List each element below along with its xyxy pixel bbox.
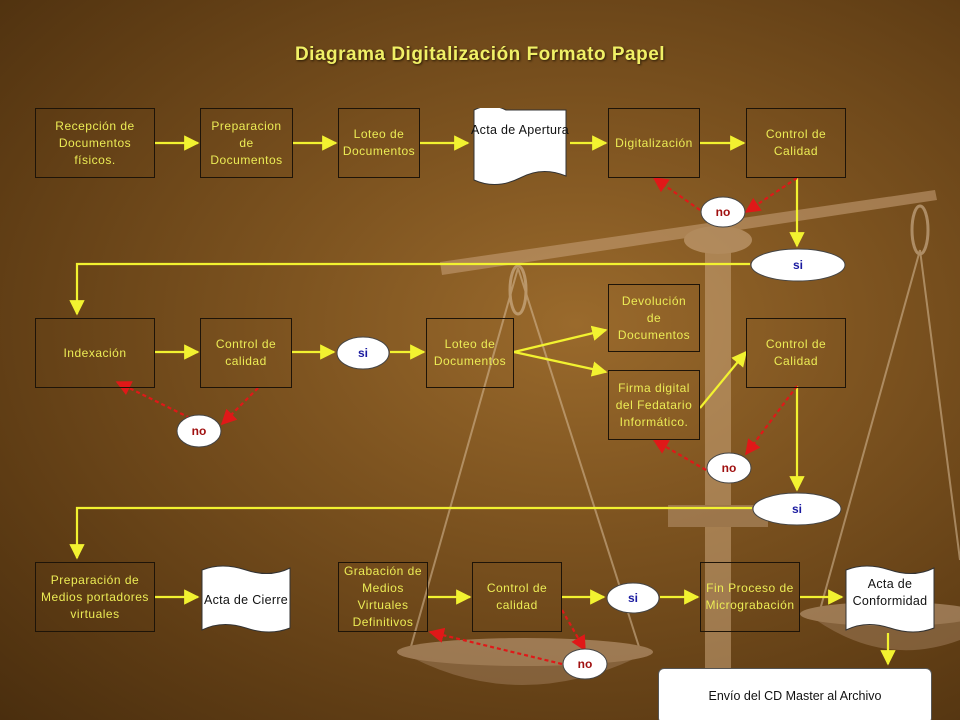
- si-label: si: [627, 591, 638, 605]
- reject-no-grabacion: [428, 627, 563, 666]
- preparacion-medios-box: Preparación de Medios portadores virtual…: [35, 562, 155, 632]
- oval-shape-icon: [752, 492, 842, 526]
- devolucion-documentos-box: Devolución de Documentos: [608, 284, 700, 352]
- oval-shape-icon: [700, 196, 746, 228]
- acta-cierre-document: Acta de Cierre: [200, 562, 292, 636]
- acta-apertura-document: Acta de Apertura: [470, 108, 570, 188]
- reject-control-no: [744, 177, 798, 213]
- control-calidad-box-4: Control de calidad: [472, 562, 562, 632]
- reject-control2-no: [745, 385, 798, 456]
- no-decision-3: no: [706, 452, 752, 484]
- si-decision-4: si: [606, 582, 660, 614]
- recepcion-documentos-box: Recepción de Documentos físicos.: [35, 108, 155, 178]
- acta-apertura-label: Acta de Apertura: [471, 123, 569, 137]
- loteo-documentos-box-2: Loteo de Documentos: [426, 318, 514, 388]
- no-label: no: [715, 205, 731, 219]
- reject-control-no2: [220, 387, 259, 426]
- reject-control3-no: [561, 609, 586, 652]
- si-decision-1: si: [750, 248, 846, 282]
- no-decision-4: no: [562, 648, 608, 680]
- reject-no-digitalizacion: [652, 177, 701, 211]
- loteo-documentos-box: Loteo de Documentos: [338, 108, 420, 178]
- no-decision-1: no: [700, 196, 746, 228]
- control-calidad-box-3: Control de Calidad: [746, 318, 846, 388]
- oval-shape-icon: [562, 648, 608, 680]
- document-shape-icon: [473, 108, 567, 185]
- indexacion-box: Indexación: [35, 318, 155, 388]
- acta-cierre-label: Acta de Cierre: [203, 593, 289, 607]
- arrow-loteo-firma: [513, 350, 608, 377]
- grabacion-medios-box: Grabación de Medios Virtuales Definitivo…: [338, 562, 428, 632]
- si-label: si: [357, 346, 368, 360]
- no-label: no: [577, 657, 593, 671]
- arrow-si-indexacion: [69, 262, 750, 316]
- preparacion-documentos-box: Preparacion de Documentos: [200, 108, 293, 178]
- si-label: si: [792, 258, 803, 272]
- document-shape-icon: [201, 565, 291, 633]
- arrow-firma-control: [699, 350, 747, 409]
- si-label: si: [791, 502, 802, 516]
- si-decision-2: si: [336, 336, 390, 370]
- digitalizacion-box: Digitalización: [608, 108, 700, 178]
- oval-shape-icon: [750, 248, 846, 282]
- control-calidad-box-1: Control de Calidad: [746, 108, 846, 178]
- si-decision-3: si: [752, 492, 842, 526]
- acta-conformidad-document: Acta de Conformidad: [844, 562, 936, 636]
- acta-conformidad-label: Acta de Conformidad: [852, 577, 928, 608]
- control-calidad-box-2: Control de calidad: [200, 318, 292, 388]
- arrow-loteo-devolucion: [513, 325, 608, 354]
- no-decision-2: no: [176, 414, 222, 448]
- oval-shape-icon: [336, 336, 390, 370]
- document-shape-icon: [845, 565, 935, 633]
- envio-cd-master-box: Envío del CD Master al Archivo: [658, 668, 932, 720]
- oval-shape-icon: [606, 582, 660, 614]
- no-label: no: [721, 461, 737, 475]
- oval-shape-icon: [706, 452, 752, 484]
- fin-proceso-box: Fin Proceso de Micrograbación: [700, 562, 800, 632]
- reject-no-firma: [652, 439, 707, 471]
- oval-shape-icon: [176, 414, 222, 448]
- arrow-si-preparacion-medios: [69, 506, 752, 560]
- no-label: no: [191, 424, 207, 438]
- firma-digital-box: Firma digital del Fedatario Informático.: [608, 370, 700, 440]
- page-title: Diagrama Digitalización Formato Papel: [294, 44, 666, 65]
